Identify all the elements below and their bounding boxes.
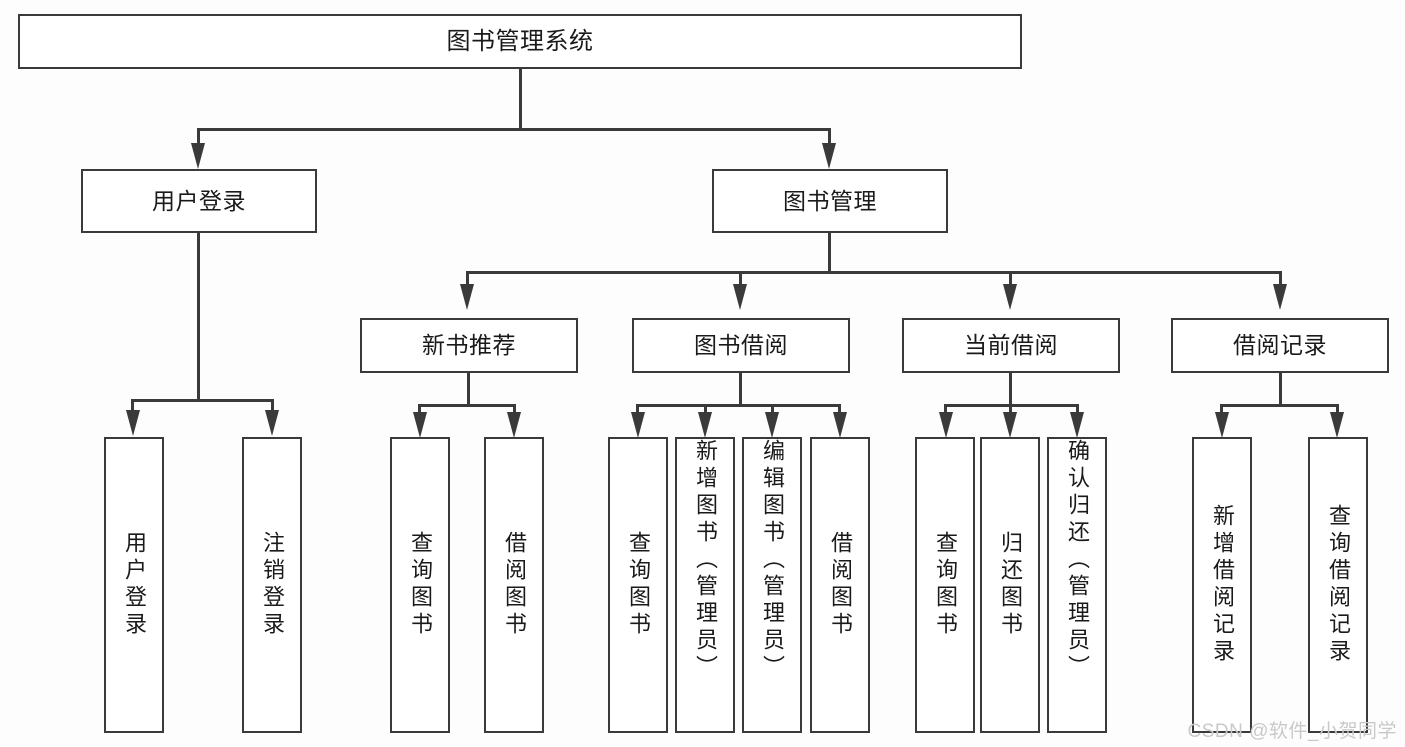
node-label: 用户登录: [122, 531, 147, 639]
connector-borrow-record-rail: [1221, 404, 1338, 407]
arrowhead-bm-to-borrow-record: [1273, 284, 1287, 310]
node-label: 编辑图书（管理员）: [760, 439, 785, 682]
node-label: 注销登录: [260, 531, 285, 639]
connector-root-stem: [519, 69, 522, 129]
arrowhead-new-book-to-leaf-1: [507, 412, 521, 438]
arrowhead-root-to-user-login: [191, 143, 205, 169]
arrowhead-root-to-book-management: [822, 143, 836, 169]
leaf-current-borrow-query[interactable]: 查询图书: [915, 437, 975, 733]
arrowhead-borrow-record-to-leaf-0: [1215, 412, 1229, 438]
arrowhead-user-login-to-leaf-0: [126, 410, 140, 436]
connector-bm-to-new-book: [466, 271, 469, 287]
connector-root-rail: [198, 128, 830, 131]
node-book-borrow[interactable]: 图书借阅: [632, 318, 850, 373]
watermark-text: CSDN @软件_小贺同学: [1187, 721, 1397, 742]
leaf-borrow-record-add[interactable]: 新增借阅记录: [1192, 437, 1252, 733]
arrowhead-bm-to-new-book: [460, 284, 474, 310]
connector-book-borrow-to-leaf-0: [636, 404, 639, 416]
node-label: 借阅图书: [828, 531, 853, 639]
node-label: 借阅图书: [502, 531, 527, 639]
connector-book-management-rail: [467, 271, 1281, 274]
arrowhead-current-borrow-to-leaf-2: [1070, 412, 1084, 438]
connector-user-login-to-leaf-0: [131, 399, 134, 413]
arrowhead-book-borrow-to-leaf-2: [765, 412, 779, 438]
connector-current-borrow-to-leaf-2: [1076, 404, 1079, 416]
leaf-book-borrow-borrow[interactable]: 借阅图书: [810, 437, 870, 733]
node-label: 查询图书: [408, 531, 433, 639]
leaf-user-login-login[interactable]: 用户登录: [104, 437, 164, 733]
node-label: 图书借阅: [694, 332, 788, 359]
leaf-book-borrow-query[interactable]: 查询图书: [608, 437, 668, 733]
connector-book-borrow-rail: [637, 404, 840, 407]
leaf-current-borrow-confirm-admin[interactable]: 确认归还（管理员）: [1047, 437, 1107, 733]
node-user-login[interactable]: 用户登录: [81, 169, 317, 233]
connector-bm-to-current-borrow: [1009, 271, 1012, 287]
connector-bm-to-borrow-record: [1279, 271, 1282, 287]
connector-current-borrow-stem: [1009, 373, 1012, 406]
arrowhead-bm-to-current-borrow: [1003, 284, 1017, 310]
connector-current-borrow-to-leaf-0: [944, 404, 947, 416]
node-root-book-management-system[interactable]: 图书管理系统: [18, 14, 1022, 69]
connector-book-management-stem: [828, 233, 831, 273]
connector-user-login-to-leaf-1: [271, 399, 274, 413]
connector-new-book-to-leaf-1: [513, 404, 516, 416]
node-label: 新增图书（管理员）: [693, 439, 718, 682]
connector-borrow-record-to-leaf-0: [1220, 404, 1223, 416]
connector-book-borrow-to-leaf-3: [838, 404, 841, 416]
node-label: 确认归还（管理员）: [1065, 439, 1090, 682]
node-label: 用户登录: [152, 187, 246, 214]
node-current-borrow[interactable]: 当前借阅: [902, 318, 1120, 373]
arrowhead-new-book-to-leaf-0: [413, 412, 427, 438]
leaf-current-borrow-return[interactable]: 归还图书: [980, 437, 1040, 733]
node-label: 图书管理系统: [446, 27, 594, 55]
leaf-user-login-logout[interactable]: 注销登录: [242, 437, 302, 733]
node-label: 新书推荐: [422, 332, 516, 359]
connector-root-to-user-login: [197, 128, 200, 153]
leaf-borrow-record-query[interactable]: 查询借阅记录: [1308, 437, 1368, 733]
leaf-new-book-borrow[interactable]: 借阅图书: [484, 437, 544, 733]
node-label: 新增借阅记录: [1210, 504, 1235, 666]
connector-book-borrow-stem: [739, 373, 742, 406]
connector-root-to-book-management: [828, 128, 831, 153]
arrowhead-user-login-to-leaf-1: [265, 410, 279, 436]
node-label: 借阅记录: [1233, 332, 1327, 359]
node-label: 归还图书: [998, 531, 1023, 639]
node-borrow-record[interactable]: 借阅记录: [1171, 318, 1389, 373]
node-new-book-recommend[interactable]: 新书推荐: [360, 318, 578, 373]
leaf-new-book-query[interactable]: 查询图书: [390, 437, 450, 733]
arrowhead-bm-to-book-borrow: [733, 284, 747, 310]
arrowhead-borrow-record-to-leaf-1: [1330, 412, 1344, 438]
connector-borrow-record-stem: [1279, 373, 1282, 406]
leaf-book-borrow-edit-admin[interactable]: 编辑图书（管理员）: [742, 437, 802, 733]
leaf-book-borrow-add-admin[interactable]: 新增图书（管理员）: [675, 437, 735, 733]
node-label: 查询图书: [933, 531, 958, 639]
connector-book-borrow-to-leaf-2: [771, 404, 774, 416]
arrowhead-current-borrow-to-leaf-1: [1003, 412, 1017, 438]
node-label: 当前借阅: [964, 332, 1058, 359]
connector-bm-to-book-borrow: [739, 271, 742, 287]
connector-new-book-stem: [467, 373, 470, 406]
arrowhead-book-borrow-to-leaf-0: [631, 412, 645, 438]
node-book-management[interactable]: 图书管理: [712, 169, 948, 233]
arrowhead-current-borrow-to-leaf-0: [939, 412, 953, 438]
connector-book-borrow-to-leaf-1: [704, 404, 707, 416]
connector-current-borrow-to-leaf-1: [1009, 404, 1012, 416]
node-label: 查询图书: [626, 531, 651, 639]
connector-user-login-stem: [197, 233, 200, 401]
connector-user-login-rail: [132, 399, 273, 402]
connector-borrow-record-to-leaf-1: [1336, 404, 1339, 416]
node-label: 图书管理: [783, 187, 877, 214]
connector-new-book-to-leaf-0: [418, 404, 421, 416]
node-label: 查询借阅记录: [1326, 504, 1351, 666]
arrowhead-book-borrow-to-leaf-3: [833, 412, 847, 438]
connector-new-book-rail: [419, 404, 515, 407]
arrowhead-book-borrow-to-leaf-1: [698, 412, 712, 438]
